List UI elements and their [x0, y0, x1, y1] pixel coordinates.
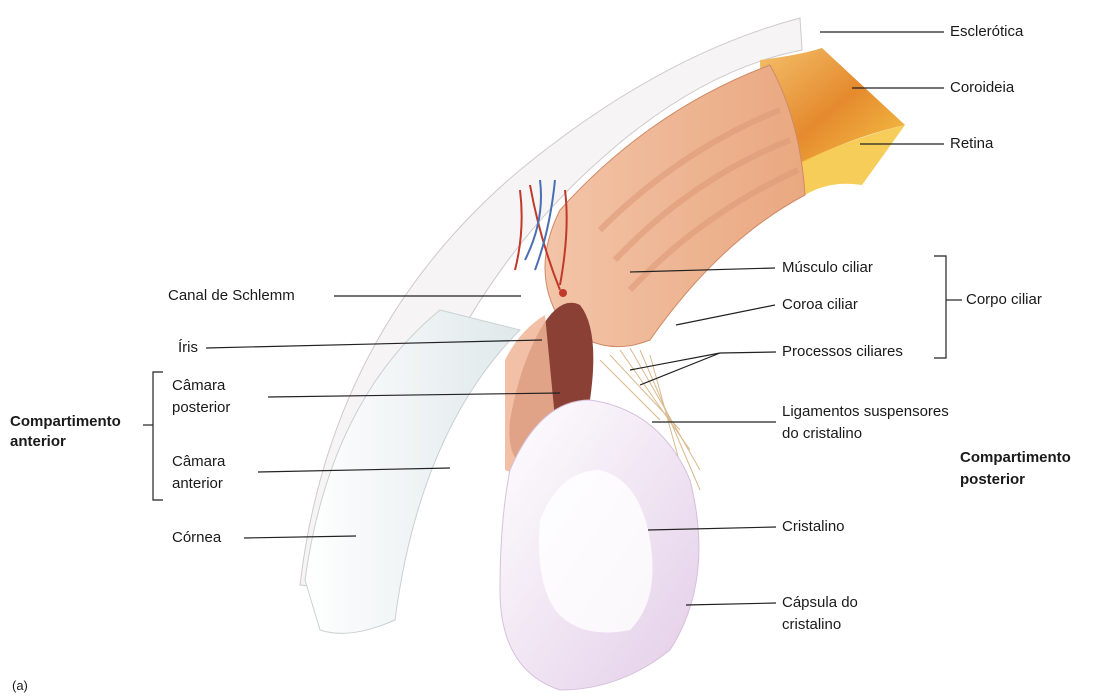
label-retina: Retina [950, 134, 993, 154]
figure-tag: (a) [12, 676, 28, 696]
label-iris: Íris [178, 338, 198, 358]
label-compartimento-anterior-line1: Compartimento [10, 412, 121, 432]
label-corpo-ciliar: Corpo ciliar [966, 290, 1042, 310]
label-camara-anterior-line1: Câmara [172, 452, 225, 472]
label-ligamentos-line1: Ligamentos suspensores [782, 402, 949, 422]
label-compartimento-anterior-line2: anterior [10, 432, 66, 452]
label-compartimento-posterior-line1: Compartimento [960, 448, 1071, 468]
label-ligamentos-line2: do cristalino [782, 424, 862, 444]
label-camara-posterior-line2: posterior [172, 398, 230, 418]
label-cornea: Córnea [172, 528, 221, 548]
label-esclerotica: Esclerótica [950, 22, 1023, 42]
label-cristalino: Cristalino [782, 517, 845, 537]
label-capsula-line1: Cápsula do [782, 593, 858, 613]
cornea-shape [305, 310, 520, 633]
label-compartimento-posterior-line2: posterior [960, 470, 1025, 490]
label-capsula-line2: cristalino [782, 615, 841, 635]
label-processos-ciliares: Processos ciliares [782, 342, 903, 362]
label-canal-de-schlemm: Canal de Schlemm [168, 286, 295, 306]
label-musculo-ciliar: Músculo ciliar [782, 258, 873, 278]
label-coroideia: Coroideia [950, 78, 1014, 98]
label-camara-anterior-line2: anterior [172, 474, 223, 494]
label-camara-posterior-line1: Câmara [172, 376, 225, 396]
label-coroa-ciliar: Coroa ciliar [782, 295, 858, 315]
